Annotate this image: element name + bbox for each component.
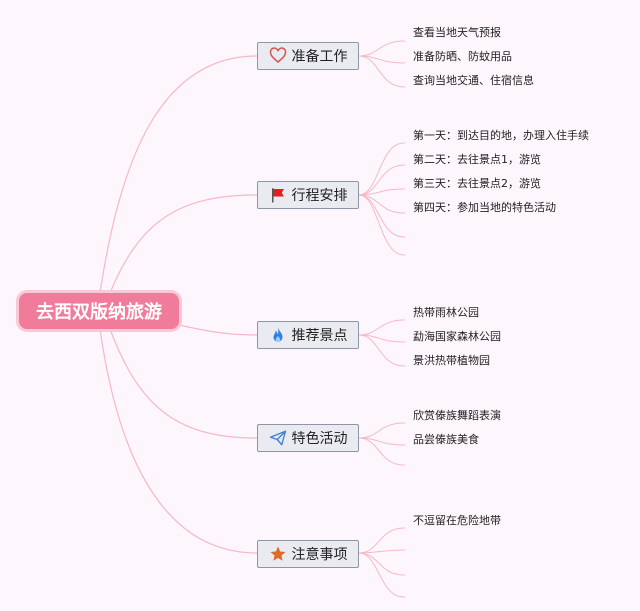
- leaf-item[interactable]: 准备防晒、防蚊用品: [413, 50, 512, 63]
- branch-notes[interactable]: 注意事项: [257, 540, 359, 568]
- leaf-item[interactable]: 热带雨林公园: [413, 306, 479, 319]
- branch-activities[interactable]: 特色活动: [257, 424, 359, 452]
- connector-root-branch-3: [178, 324, 258, 336]
- leaf-item[interactable]: 欣赏傣族舞蹈表演: [413, 409, 501, 422]
- root-topic-label: 去西双版纳旅游: [36, 302, 162, 323]
- connector-branch-3-leaf-1: [358, 319, 405, 336]
- paper-plane-icon: [269, 429, 287, 447]
- connector-root-branch-1: [99, 55, 258, 294]
- leaf-item[interactable]: 查看当地天气预报: [413, 26, 501, 39]
- connector-branch-3-leaf-2: [358, 334, 405, 343]
- flame-icon: [269, 326, 287, 344]
- connector-branch-5-leaf-3: [358, 552, 405, 576]
- leaf-item[interactable]: 第四天：参加当地的特色活动: [413, 201, 556, 214]
- connector-branch-1-leaf-1: [358, 40, 405, 57]
- connector-branch-4-leaf-3: [358, 437, 405, 466]
- connector-branch-4-leaf-2: [358, 437, 405, 446]
- connector-branch-2-leaf-2: [358, 164, 405, 196]
- leaf-item[interactable]: 第三天：去往景点2，游览: [413, 177, 541, 190]
- leaf-item[interactable]: 品尝傣族美食: [413, 433, 479, 446]
- connector-branch-3-leaf-3: [358, 334, 405, 367]
- leaf-item[interactable]: 不逗留在危险地带: [413, 514, 501, 527]
- leaf-item[interactable]: 第一天：到达目的地，办理入住手续: [413, 129, 589, 142]
- connector-branch-5-leaf-4: [358, 552, 405, 598]
- branch-label: 特色活动: [291, 431, 348, 447]
- branch-attractions[interactable]: 推荐景点: [257, 321, 359, 349]
- branch-preparation[interactable]: 准备工作: [257, 42, 359, 70]
- root-topic[interactable]: 去西双版纳旅游: [19, 293, 179, 329]
- connector-branch-2-leaf-4: [358, 194, 405, 214]
- connector-root-branch-5: [99, 328, 258, 554]
- connector-branch-1-leaf-3: [358, 55, 405, 88]
- connector-branch-4-leaf-1: [358, 422, 405, 439]
- connector-branch-2-leaf-6: [358, 194, 405, 256]
- leaf-item[interactable]: 第二天：去往景点1，游览: [413, 153, 541, 166]
- flag-icon: [269, 186, 287, 204]
- leaf-item[interactable]: 查询当地交通、住宿信息: [413, 74, 534, 87]
- leaf-item[interactable]: 景洪热带植物园: [413, 354, 490, 367]
- connector-root-branch-2: [109, 194, 258, 294]
- leaf-item[interactable]: 勐海国家森林公园: [413, 330, 501, 343]
- branch-label: 注意事项: [291, 547, 348, 563]
- branch-itinerary[interactable]: 行程安排: [257, 181, 359, 209]
- branch-label: 准备工作: [291, 49, 348, 65]
- heart-icon: [269, 47, 287, 65]
- branch-label: 行程安排: [291, 188, 348, 204]
- connector-branch-2-leaf-1: [358, 142, 405, 196]
- connector-branch-1-leaf-2: [358, 55, 405, 64]
- connector-branch-5-leaf-1: [358, 527, 405, 554]
- connector-branch-2-leaf-3: [358, 188, 405, 196]
- star-icon: [269, 545, 287, 563]
- connector-root-branch-4: [109, 328, 258, 439]
- connector-branch-5-leaf-2: [358, 549, 405, 554]
- branch-label: 推荐景点: [291, 328, 348, 344]
